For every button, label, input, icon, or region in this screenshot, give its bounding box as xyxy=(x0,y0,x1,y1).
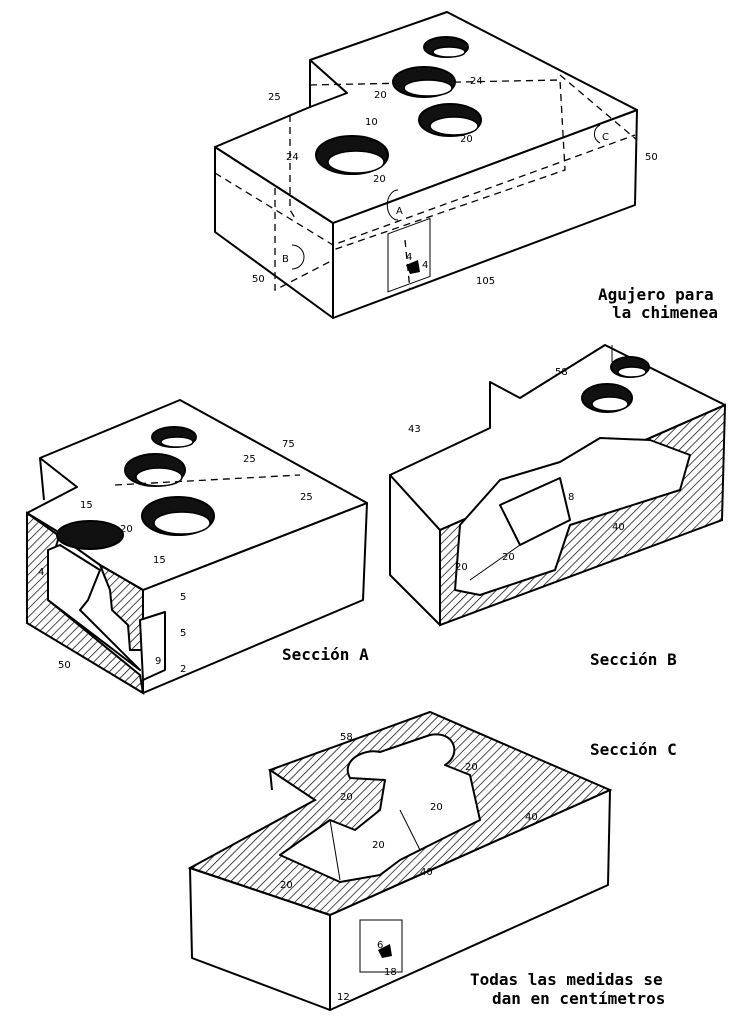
dimension-label: 25 xyxy=(243,454,256,465)
dimension-label: 10 xyxy=(365,117,378,128)
dimension-label: 20 xyxy=(373,174,386,185)
dimension-label: 5 xyxy=(180,592,186,603)
section-a-label: Sección A xyxy=(282,645,369,664)
dimension-label: 20 xyxy=(280,880,293,891)
dimension-label: 18 xyxy=(384,967,397,978)
section-a-hole xyxy=(56,426,215,550)
dimension-label: 40 xyxy=(525,812,538,823)
dimension-label: 15 xyxy=(80,500,93,511)
dimension-label: 9 xyxy=(155,656,161,667)
units-note-line2: dan en centímetros xyxy=(492,989,665,1008)
dimension-label: 20 xyxy=(430,802,443,813)
dimension-label: 20 xyxy=(120,524,133,535)
dimension-label: 20 xyxy=(465,762,478,773)
dimension-label: 20 xyxy=(374,90,387,101)
dimension-label: 58 xyxy=(555,367,568,378)
chimney-hole-label-line2: la chimenea xyxy=(612,303,718,322)
dimension-label: 50 xyxy=(58,660,71,671)
dimension-label: 20 xyxy=(460,134,473,145)
arrow-icon xyxy=(406,260,420,274)
section-a-view: 75 25 25 15 20 15 5 5 2 50 4 9 Sección A xyxy=(26,399,369,695)
full-block-view: B A C 25 24 20 10 20 24 20 50 50 105 4 4 xyxy=(214,11,658,319)
dimension-label: 50 xyxy=(645,152,658,163)
dimension-label: 25 xyxy=(268,92,281,103)
top-hole xyxy=(315,36,482,175)
section-c-view: 58 20 20 20 40 20 40 20 12 6 18 Sección … xyxy=(187,710,677,1011)
firebox-opening xyxy=(359,919,403,973)
dimension-label: 6 xyxy=(377,940,383,951)
dimension-label: 4 xyxy=(406,252,412,263)
dimension-label: 20 xyxy=(502,552,515,563)
section-marker-b: B xyxy=(282,254,289,265)
chimney-hole-label-line1: Agujero para xyxy=(598,285,714,304)
dimension-label: 58 xyxy=(340,732,353,743)
dimension-label: 40 xyxy=(420,867,433,878)
section-b-view: 58 43 8 20 40 20 Agujero para la chimene… xyxy=(389,285,727,669)
section-marker-c: C xyxy=(602,132,609,143)
dimension-label: 4 xyxy=(38,567,44,578)
dimension-label: 12 xyxy=(337,992,350,1003)
firebox-opening xyxy=(387,217,431,293)
section-c-label: Sección C xyxy=(590,740,677,759)
dimension-label: 15 xyxy=(153,555,166,566)
dimension-label: 24 xyxy=(286,152,299,163)
arrow-icon xyxy=(378,944,392,958)
dimension-label: 50 xyxy=(252,274,265,285)
dimension-label: 20 xyxy=(455,562,468,573)
dimension-label: 75 xyxy=(282,439,295,450)
dimension-label: 25 xyxy=(300,492,313,503)
dimension-label: 20 xyxy=(372,840,385,851)
dimension-label: 24 xyxy=(470,76,483,87)
section-b-label: Sección B xyxy=(590,650,677,669)
dimension-label: 2 xyxy=(180,664,186,675)
units-note-line1: Todas las medidas se xyxy=(470,970,663,989)
section-marker-a: A xyxy=(396,206,403,217)
dimension-label: 40 xyxy=(612,522,625,533)
dimension-label: 43 xyxy=(408,424,421,435)
dimension-label: 105 xyxy=(476,276,495,287)
dimension-label: 5 xyxy=(180,628,186,639)
dimension-label: 20 xyxy=(340,792,353,803)
dimension-label: 4 xyxy=(422,260,428,271)
dimension-label: 8 xyxy=(568,492,574,503)
chimney-hole xyxy=(581,356,650,413)
